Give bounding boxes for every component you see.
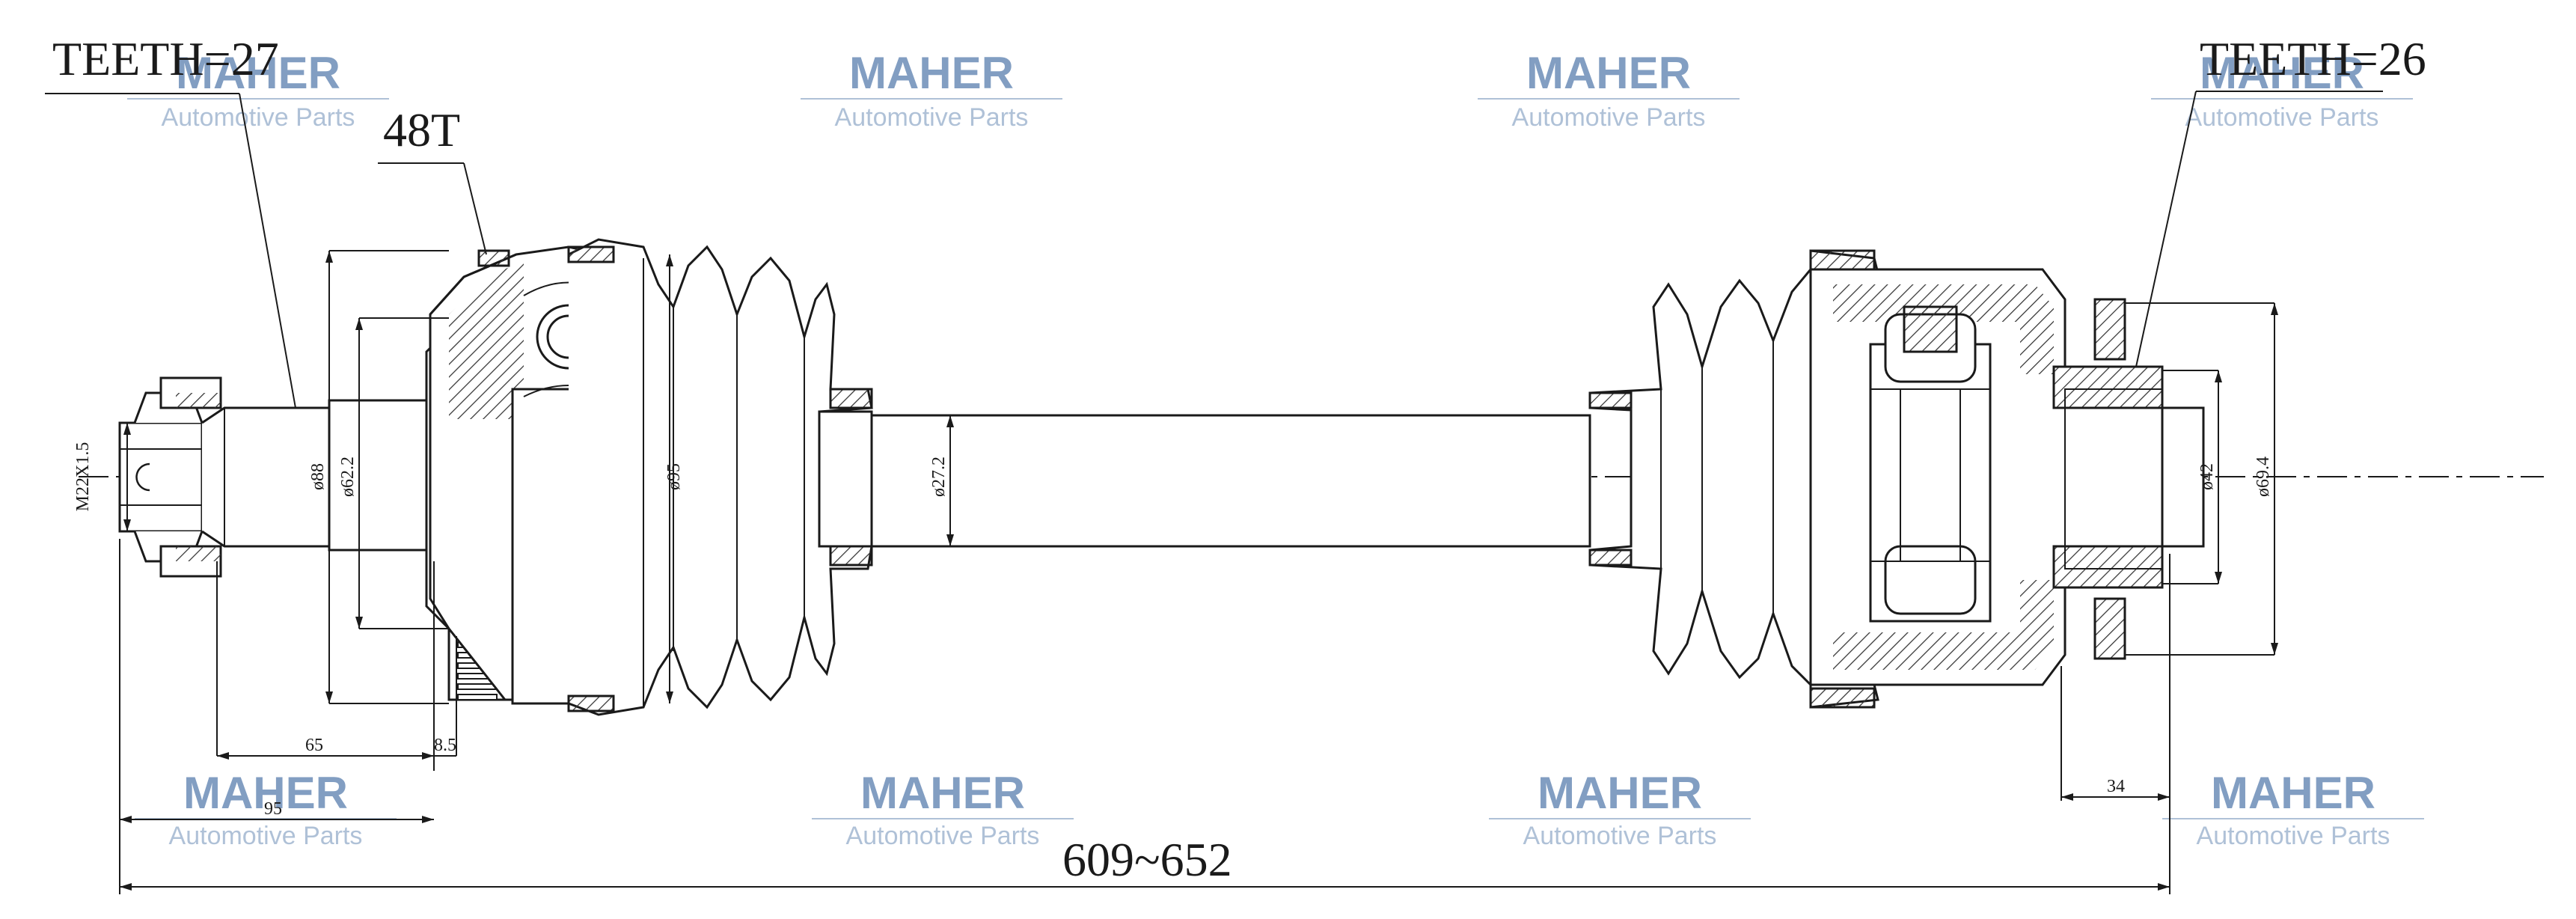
d-boot-label: ø95 bbox=[664, 463, 684, 490]
watermark-brand: MAHER bbox=[849, 48, 1014, 98]
dimension-arrowhead bbox=[355, 617, 363, 629]
watermark-brand: MAHER bbox=[860, 768, 1025, 818]
watermark-tagline: Automotive Parts bbox=[2197, 822, 2390, 850]
watermark: MAHER Automotive Parts bbox=[2162, 768, 2424, 850]
d-shaft-label: ø27.2 bbox=[929, 457, 949, 497]
dimension-arrowhead bbox=[355, 318, 363, 330]
dimension-arrows bbox=[120, 251, 2278, 891]
inner-tripod-joint bbox=[1809, 268, 2205, 686]
watermark: MAHER Automotive Parts bbox=[2151, 48, 2413, 132]
watermark-brand: MAHER bbox=[1538, 768, 1702, 818]
dimension-arrowhead bbox=[120, 883, 132, 891]
dimension-lines bbox=[45, 91, 2383, 894]
watermark: MAHER Automotive Parts bbox=[1478, 48, 1740, 132]
watermark: MAHER Automotive Parts bbox=[801, 48, 1062, 132]
watermark-brand: MAHER bbox=[2211, 768, 2375, 818]
len-34-label: 34 bbox=[2107, 777, 2125, 796]
main-shaft bbox=[818, 410, 1591, 548]
dimension-arrowhead bbox=[217, 752, 229, 760]
len-65-label: 65 bbox=[305, 736, 323, 755]
thread-label: M22X1.5 bbox=[73, 442, 93, 512]
watermark-tagline: Automotive Parts bbox=[846, 822, 1040, 850]
len-95-label: 95 bbox=[264, 799, 282, 819]
watermark-tagline: Automotive Parts bbox=[835, 103, 1029, 132]
dimension-arrowhead bbox=[666, 691, 673, 703]
watermark: MAHER Automotive Parts bbox=[127, 48, 389, 132]
dimension-arrowhead bbox=[123, 519, 131, 531]
dimension-arrowhead bbox=[946, 534, 954, 546]
abs-ring-label: 48T bbox=[383, 103, 460, 156]
dimension-arrowhead bbox=[2215, 370, 2222, 382]
watermark: MAHER Automotive Parts bbox=[812, 768, 1074, 850]
len-8-5-label: 8.5 bbox=[434, 736, 456, 755]
dimension-arrowhead bbox=[422, 816, 434, 823]
abs-tooth bbox=[457, 694, 498, 700]
d-housing-label: ø69.4 bbox=[2254, 457, 2273, 497]
dimension-arrowhead bbox=[946, 415, 954, 427]
watermark: MAHER Automotive Parts bbox=[135, 768, 397, 850]
d-tripod-label: ø42 bbox=[2197, 463, 2217, 490]
dimension-arrowhead bbox=[422, 752, 434, 760]
dimension-arrowhead bbox=[2271, 303, 2278, 315]
teeth-left-label: TEETH=27 bbox=[52, 32, 279, 85]
dimension-arrowhead bbox=[2061, 793, 2073, 801]
threaded-stub bbox=[118, 376, 222, 578]
watermark-brand: MAHER bbox=[1526, 48, 1691, 98]
dimension-arrowhead bbox=[123, 423, 131, 435]
watermark-brand: MAHER bbox=[176, 48, 340, 98]
dimension-arrowhead bbox=[666, 254, 673, 266]
inner-boot bbox=[1588, 249, 1879, 709]
watermark-tagline: Automotive Parts bbox=[1523, 822, 1717, 850]
dimension-arrowhead bbox=[2271, 643, 2278, 655]
dimension-arrowhead bbox=[2215, 572, 2222, 584]
teeth-right-label: TEETH=26 bbox=[2200, 32, 2426, 85]
watermark: MAHER Automotive Parts bbox=[1489, 768, 1751, 850]
watermark-tagline: Automotive Parts bbox=[1512, 103, 1706, 132]
dimension-arrowhead bbox=[325, 251, 333, 263]
labels: TEETH=27 48T TEETH=26 609~652 65 8.5 95 … bbox=[52, 32, 2426, 886]
abs-tooth bbox=[457, 683, 498, 690]
watermark-brand: MAHER bbox=[183, 768, 348, 818]
d-seat-label: ø88 bbox=[308, 463, 328, 490]
dimension-arrowhead bbox=[2158, 793, 2170, 801]
dimension-arrowhead bbox=[325, 691, 333, 703]
watermark-tagline: Automotive Parts bbox=[2185, 103, 2379, 132]
dimension-arrowhead bbox=[120, 816, 132, 823]
d-flange-label: ø62.2 bbox=[338, 457, 358, 497]
dimension-arrowhead bbox=[2158, 883, 2170, 891]
overall-length-label: 609~652 bbox=[1062, 833, 1232, 886]
watermark-brand: MAHER bbox=[2200, 48, 2364, 98]
drawing-lines bbox=[79, 238, 2544, 716]
watermark-tagline: Automotive Parts bbox=[169, 822, 363, 850]
watermark-tagline: Automotive Parts bbox=[162, 103, 355, 132]
